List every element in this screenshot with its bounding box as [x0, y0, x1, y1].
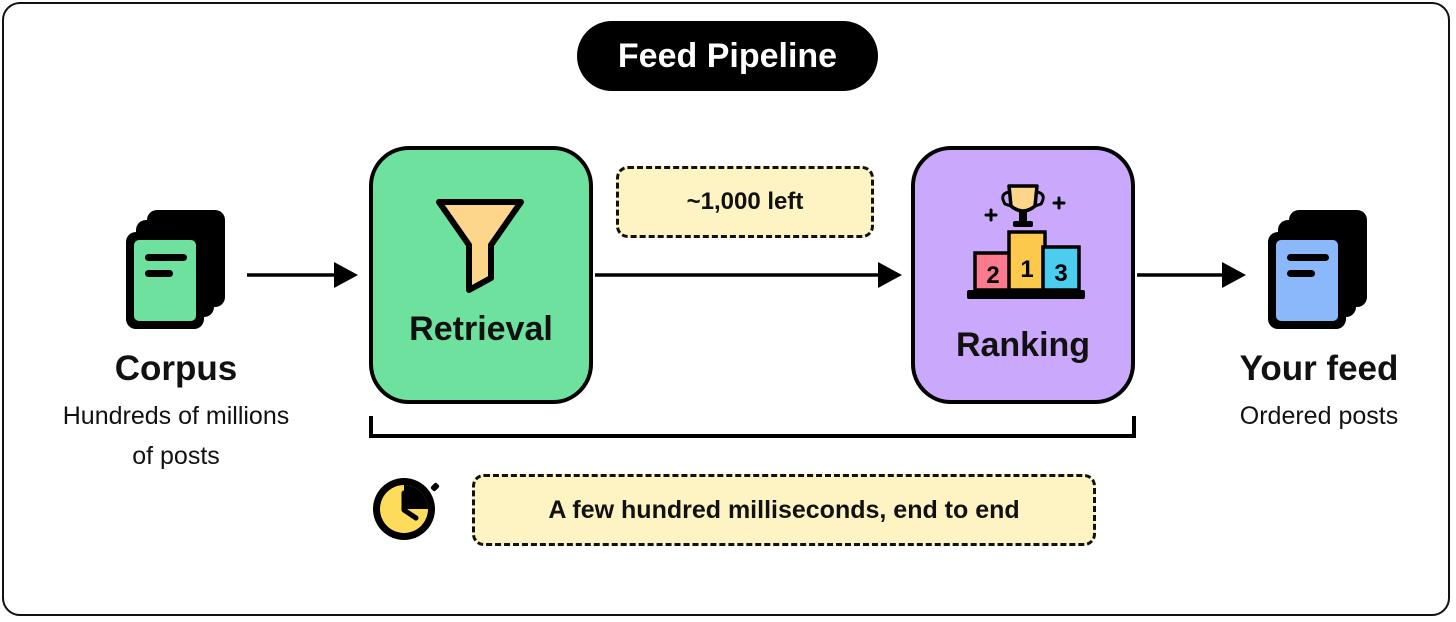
corpus-subtitle-line-2: of posts — [132, 442, 220, 470]
feed-subtitle: Ordered posts — [1239, 402, 1399, 430]
podium-rank-2: 2 — [986, 262, 999, 289]
latency-bracket — [369, 416, 1136, 438]
latency-note: A few hundred milliseconds, end to end — [472, 474, 1096, 546]
feed-document-stack-icon — [1268, 210, 1367, 329]
arrow-retrieval-to-ranking — [595, 262, 902, 288]
corpus-subtitle-line-1: Hundreds of millions — [62, 402, 290, 430]
podium-rank-3: 3 — [1054, 260, 1067, 287]
ranking-label: Ranking — [955, 326, 1091, 364]
filter-count-note: ~1,000 left — [616, 166, 874, 238]
corpus-subtitle: Hundreds of millions of posts — [26, 396, 326, 476]
trophy-podium-icon: 2 1 3 — [967, 184, 1085, 299]
arrow-corpus-to-retrieval — [247, 262, 358, 288]
corpus-title: Corpus — [114, 349, 238, 388]
retrieval-stage: Retrieval — [369, 146, 593, 404]
ranking-stage: 2 1 3 Ranking — [911, 146, 1135, 404]
retrieval-label: Retrieval — [409, 310, 553, 348]
feed-title: Your feed — [1239, 349, 1399, 388]
stopwatch-icon — [373, 478, 440, 540]
funnel-icon — [436, 199, 524, 293]
arrow-ranking-to-feed — [1137, 262, 1246, 288]
diagram-title: Feed Pipeline — [577, 21, 878, 91]
podium-rank-1: 1 — [1020, 256, 1033, 283]
corpus-document-stack-icon — [126, 210, 225, 329]
